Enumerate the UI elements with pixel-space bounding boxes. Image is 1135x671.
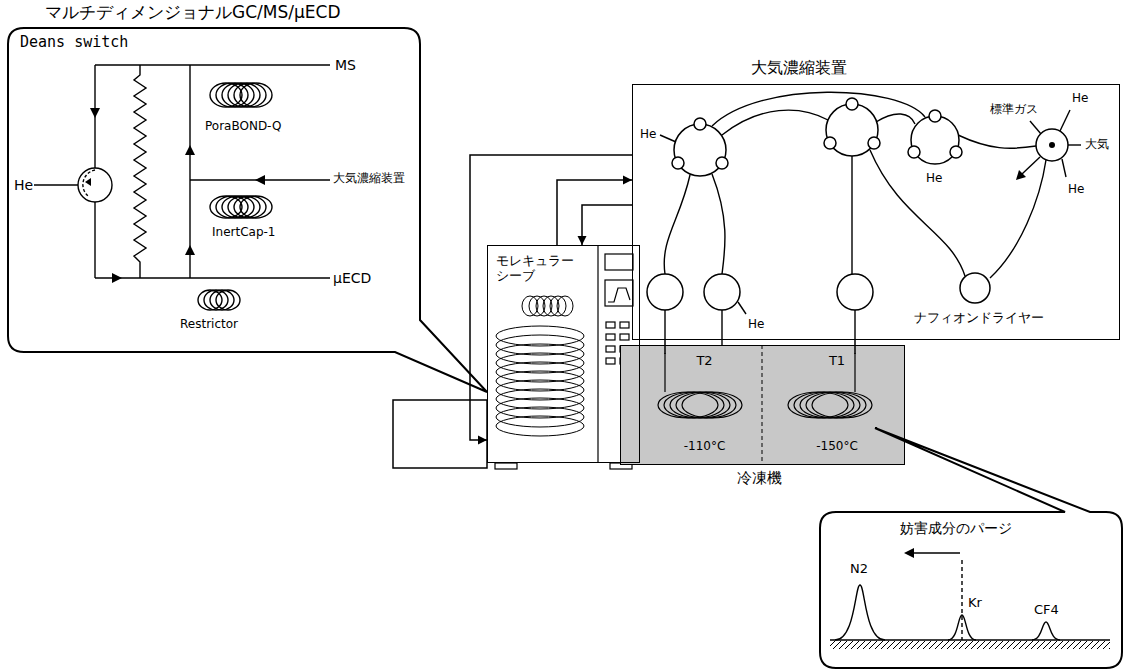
gas-label: He [1068, 183, 1084, 197]
gas-label: He [1072, 92, 1088, 106]
concentrator-box: 大気濃縮装置ナフィオンドライヤー [632, 84, 1120, 340]
peak-label: CF4 [1034, 603, 1059, 618]
node-title: T1 [766, 354, 908, 369]
gas-label: 標準ガス [990, 103, 1038, 117]
gas-label: He [748, 318, 764, 332]
freezer-box: 冷凍機T2-110°CT1-150°C [620, 345, 905, 465]
tubing-connector [578, 205, 633, 245]
callout-panel: 妨害成分のパージ [820, 512, 1122, 668]
gas-label: He [640, 128, 656, 142]
tubing-connector [855, 340, 856, 354]
gas-label: He [926, 172, 942, 186]
figure-title: マルチディメンジョナルGC/MS/μECD [45, 3, 340, 23]
peak-label: N2 [850, 562, 868, 577]
tubing-connector [557, 176, 632, 246]
column-label: InertCap-1 [212, 226, 275, 240]
gc-instrument: モレキュラー シーブ [487, 245, 640, 463]
node-title: T2 [636, 354, 773, 369]
connector-line [664, 340, 666, 354]
dryer-circle: ナフィオンドライヤー [901, 271, 1057, 329]
connector-line [470, 155, 632, 440]
connector-line [854, 340, 856, 354]
peak-label: Kr [968, 596, 982, 611]
detector-label: μECD [333, 270, 371, 286]
callout-panel: Deans switch [8, 28, 420, 352]
gas-label: He [14, 177, 33, 193]
trap-coil: T1 -150°C [766, 354, 908, 458]
tubing-connector [470, 155, 632, 445]
node-title: モレキュラー シーブ [496, 254, 588, 284]
node-note: -110°C [636, 440, 773, 454]
tubing-connector [665, 340, 666, 354]
node-title: 大気濃縮装置 [751, 59, 847, 77]
arrow-head [623, 176, 632, 185]
column-label: PoraBOND-Q [205, 120, 281, 134]
node-title: 妨害成分のパージ [900, 520, 1012, 536]
node-title: Deans switch [20, 34, 128, 51]
detector-label: MS [335, 57, 356, 73]
arrow-head [578, 236, 587, 245]
column-label: Restrictor [180, 318, 238, 332]
trap-coil: T2 -110°C [636, 354, 773, 458]
connector-line [582, 205, 632, 245]
node-title: ナフィオンドライヤー [901, 311, 1057, 326]
gas-label: 大気 [1085, 138, 1109, 152]
arrow-head [478, 436, 487, 445]
connector-line [557, 180, 632, 245]
node-title: 冷凍機 [737, 470, 782, 487]
port-label: 大気濃縮装置 [333, 172, 405, 186]
node-note: -150°C [766, 440, 908, 454]
